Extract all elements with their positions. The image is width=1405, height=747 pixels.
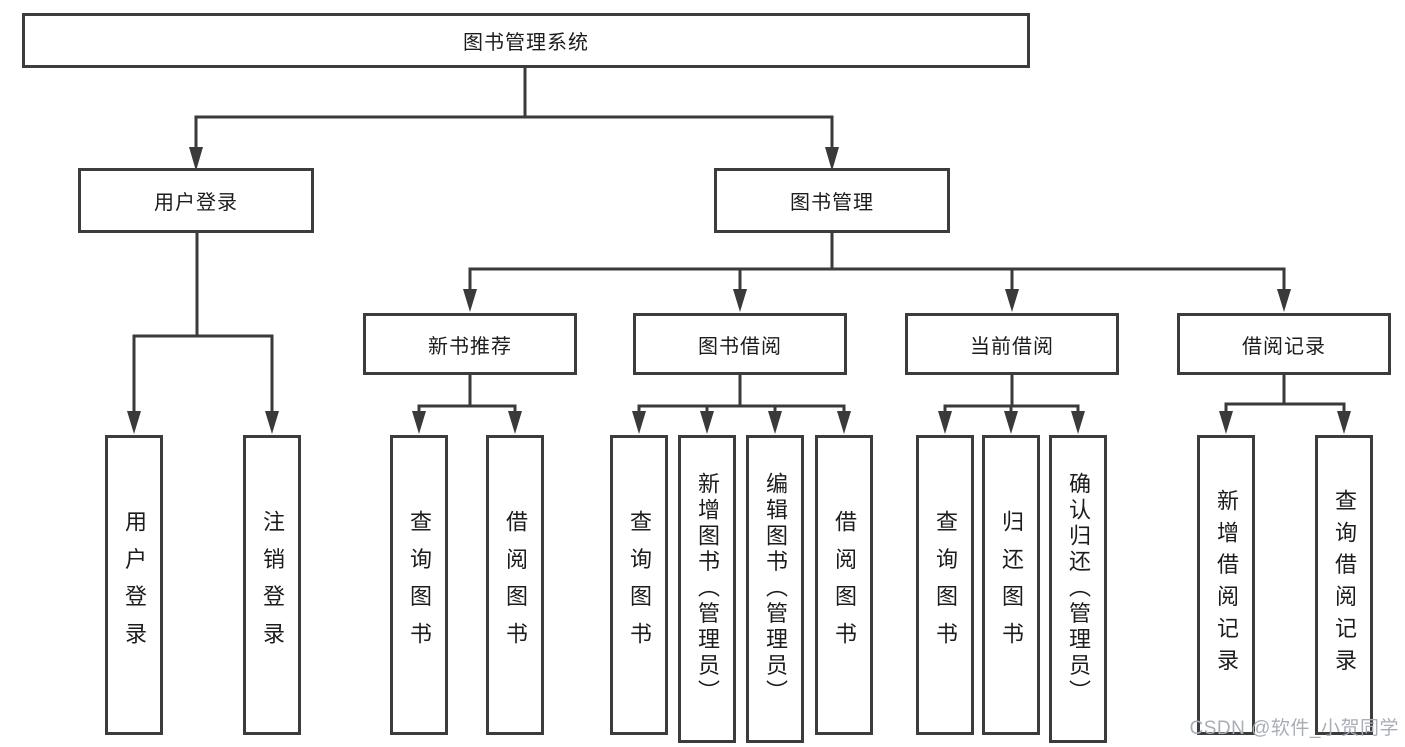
leaf-borrow-books-2-label: 借阅图书	[832, 510, 857, 660]
leaf-logout-login: 注销登录	[243, 435, 301, 735]
leaf-user-login-label: 用户登录	[122, 510, 147, 660]
watermark: CSDN @软件_小贺同学	[1189, 718, 1399, 739]
node-new-book-recommend: 新书推荐	[363, 313, 577, 375]
node-book-borrow-label: 图书借阅	[698, 335, 782, 358]
leaf-user-login: 用户登录	[105, 435, 163, 735]
node-book-borrow: 图书借阅	[633, 313, 847, 375]
leaf-query-books-1-label: 查询图书	[407, 510, 432, 660]
node-book-management: 图书管理	[714, 168, 950, 233]
leaf-query-borrow-record-label: 查询借阅记录	[1332, 489, 1357, 681]
leaf-add-books-admin: 新增图书（管理员）	[678, 435, 736, 743]
node-user-login-label: 用户登录	[154, 192, 238, 214]
leaf-borrow-books-1-label: 借阅图书	[503, 510, 528, 660]
leaf-return-books-label: 归还图书	[999, 510, 1024, 660]
node-current-borrow: 当前借阅	[905, 313, 1119, 375]
leaf-logout-login-label: 注销登录	[260, 510, 285, 660]
leaf-query-books-1: 查询图书	[390, 435, 448, 735]
node-new-book-recommend-label: 新书推荐	[428, 335, 512, 358]
node-borrow-records-label: 借阅记录	[1242, 335, 1326, 358]
leaf-add-books-admin-label: 新增图书（管理员）	[695, 472, 720, 706]
leaf-add-borrow-record: 新增借阅记录	[1197, 435, 1255, 735]
leaf-edit-books-admin: 编辑图书（管理员）	[746, 435, 804, 743]
node-book-management-label: 图书管理	[790, 192, 874, 214]
leaf-query-books-2-label: 查询图书	[627, 510, 652, 660]
node-borrow-records: 借阅记录	[1177, 313, 1391, 375]
leaf-borrow-books-2: 借阅图书	[815, 435, 873, 735]
node-current-borrow-label: 当前借阅	[970, 335, 1054, 358]
node-root: 图书管理系统	[22, 13, 1030, 68]
leaf-return-books: 归还图书	[982, 435, 1040, 735]
leaf-edit-books-admin-label: 编辑图书（管理员）	[763, 472, 788, 706]
leaf-query-borrow-record: 查询借阅记录	[1315, 435, 1373, 735]
leaf-borrow-books-1: 借阅图书	[486, 435, 544, 735]
leaf-query-books-2: 查询图书	[610, 435, 668, 735]
leaf-confirm-return-admin-label: 确认归还（管理员）	[1066, 472, 1091, 706]
leaf-query-books-3: 查询图书	[916, 435, 974, 735]
node-root-label: 图书管理系统	[463, 32, 589, 54]
leaf-query-books-3-label: 查询图书	[933, 510, 958, 660]
node-user-login: 用户登录	[78, 168, 314, 233]
leaf-confirm-return-admin: 确认归还（管理员）	[1049, 435, 1107, 743]
leaf-add-borrow-record-label: 新增借阅记录	[1214, 489, 1239, 681]
